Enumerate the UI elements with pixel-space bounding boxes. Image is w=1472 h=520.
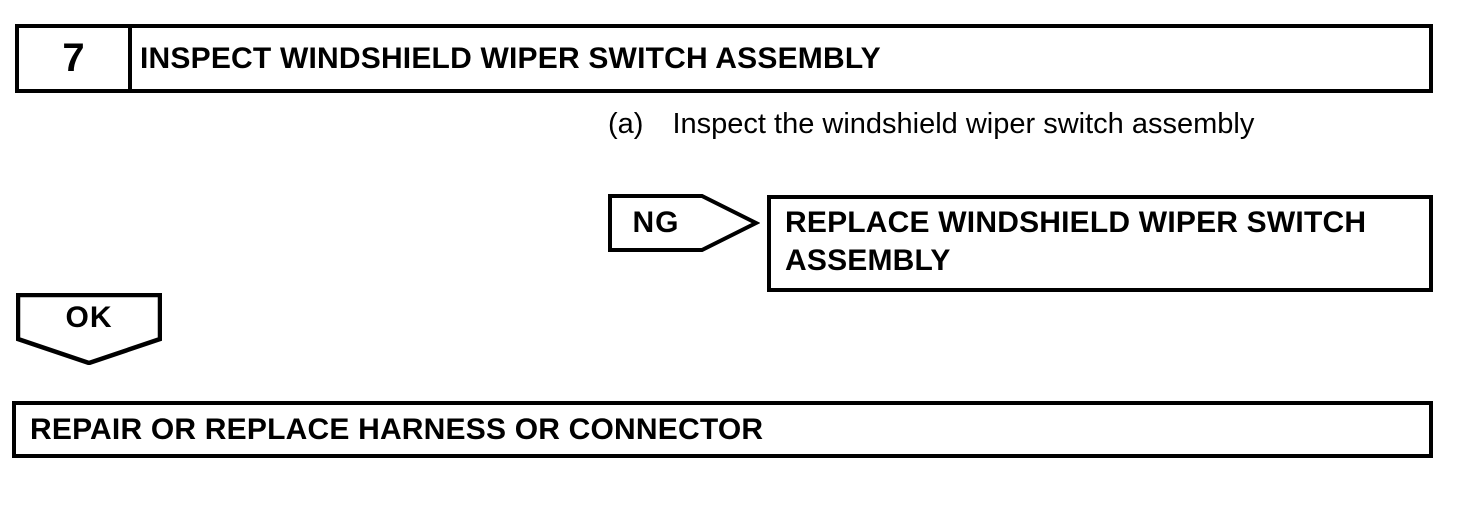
ok-arrow: OK [16, 293, 162, 365]
step-title: INSPECT WINDSHIELD WIPER SWITCH ASSEMBLY [140, 41, 881, 75]
ng-action-box: REPLACE WINDSHIELD WIPER SWITCH ASSEMBLY [767, 195, 1433, 292]
ok-action-box: REPAIR OR REPLACE HARNESS OR CONNECTOR [12, 401, 1433, 458]
step-number: 7 [62, 36, 85, 80]
instruction-marker: (a) [608, 108, 644, 140]
step-number-cell: 7 [19, 28, 132, 89]
instruction-text: Inspect the windshield wiper switch asse… [672, 108, 1255, 140]
step-title-cell: INSPECT WINDSHIELD WIPER SWITCH ASSEMBLY [132, 28, 1429, 89]
step-header-box: 7 INSPECT WINDSHIELD WIPER SWITCH ASSEMB… [15, 24, 1433, 93]
instruction-line: (a) Inspect the windshield wiper switch … [608, 106, 1254, 142]
ok-action-text: REPAIR OR REPLACE HARNESS OR CONNECTOR [30, 412, 764, 446]
ng-label: NG [632, 206, 680, 239]
ok-arrow-icon [16, 293, 162, 365]
ok-label: OK [65, 301, 113, 334]
ng-arrow-icon [608, 194, 760, 252]
ng-action-text: REPLACE WINDSHIELD WIPER SWITCH ASSEMBLY [785, 206, 1367, 277]
ng-arrow: NG [608, 194, 760, 252]
